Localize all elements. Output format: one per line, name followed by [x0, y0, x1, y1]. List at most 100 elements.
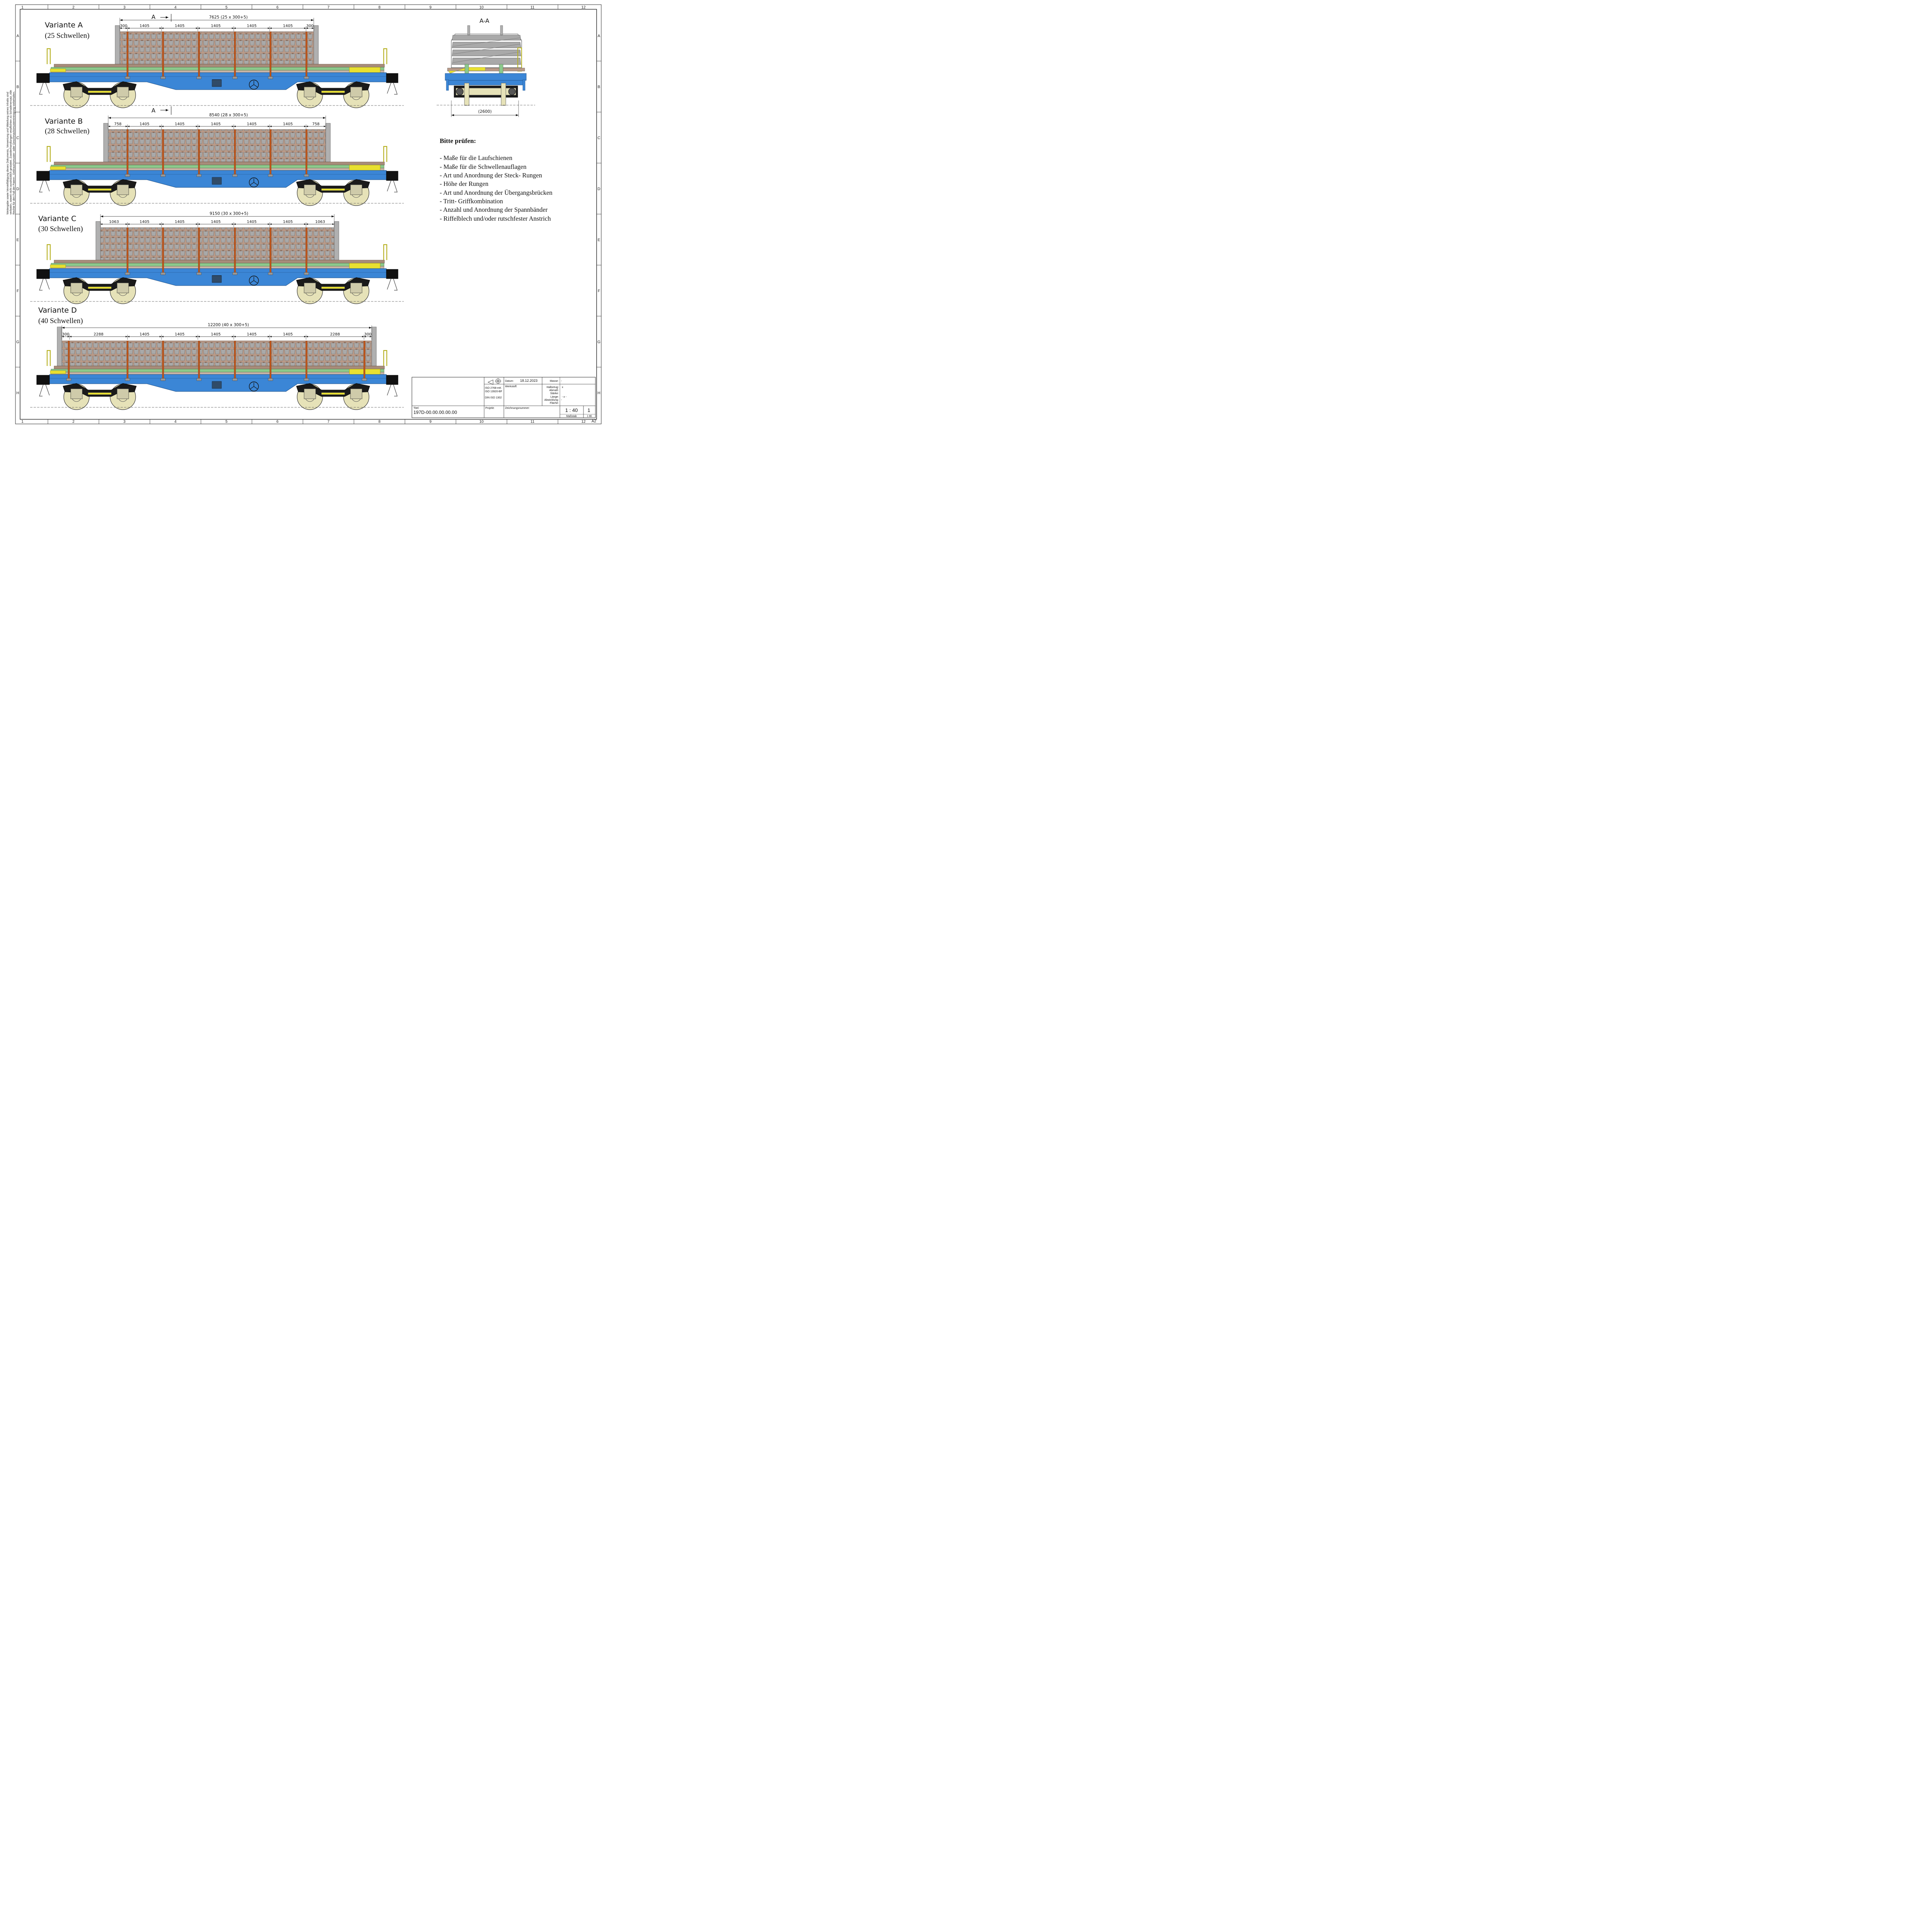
end-stake [57, 327, 62, 366]
segment-length-label: 1405 [247, 122, 257, 126]
segment-length-label: 1405 [211, 220, 221, 224]
svg-text:-: - [561, 399, 562, 402]
svg-text:Halbzeug:: Halbzeug: [546, 386, 559, 389]
grid-row-label: E [598, 238, 600, 242]
checklist-item: - Art und Anordnung der Steck- Rungen [440, 172, 542, 179]
svg-text:x: x [562, 386, 563, 389]
tension-strap [68, 340, 70, 381]
section-view-title: A-A [480, 17, 490, 24]
grille-plate [212, 381, 222, 389]
dimension-arrow [234, 223, 236, 225]
scale-value: 1 : 40 [565, 407, 578, 413]
segment-length-label: 2288 [330, 332, 340, 337]
svg-text:Länge:: Länge: [551, 396, 559, 398]
transition-bridge [50, 68, 66, 72]
transition-bridge [349, 263, 381, 269]
dimension-arrow [304, 126, 306, 127]
dimension-arrow [62, 327, 65, 329]
svg-text:Stärke:: Stärke: [550, 392, 559, 395]
title-label: Titel: [413, 407, 419, 410]
dimension-arrow [128, 223, 129, 225]
coupler-left [39, 180, 50, 192]
dimension-arrow [128, 336, 129, 337]
segment-length-label: 1405 [175, 220, 184, 224]
handwheel-spokes [250, 277, 258, 283]
axle-box [70, 87, 83, 97]
section-underframe [445, 64, 527, 91]
end-stake [371, 327, 377, 366]
welding-standard: ISO 13920-BF [485, 390, 502, 393]
dimension-arrow [306, 126, 308, 127]
dimension-arrow [108, 117, 111, 119]
dimension-arrow [108, 126, 110, 127]
tension-strap [162, 31, 164, 79]
section-bogie [454, 83, 518, 106]
grid-row-label: F [598, 289, 600, 293]
dimension-arrow [160, 223, 162, 225]
section-width-label: (2600) [478, 109, 492, 114]
segment-length-label: 1405 [211, 24, 221, 28]
grid-column-label: 4 [174, 420, 177, 424]
dimension-arrow [232, 27, 234, 29]
dimension-arrow [306, 223, 308, 225]
dimension-arrow [234, 27, 236, 29]
segment-length-label: 1405 [139, 332, 149, 337]
mass-label: Masse: [550, 380, 559, 383]
coupler-left [39, 278, 50, 291]
tolerance-standard: ISO 2768-mK [485, 387, 502, 390]
dimension-arrow [332, 215, 334, 218]
total-length-label: 8540 (28 x 300+5) [209, 113, 248, 117]
section-view-a-a: A-A [437, 17, 535, 117]
axle-box [350, 184, 362, 195]
tension-strap [234, 31, 236, 79]
dimension-arrow [160, 27, 162, 29]
project-label: Projekt: [485, 407, 495, 410]
end-stake [95, 221, 101, 260]
bogie [296, 179, 370, 206]
axle-box [304, 388, 316, 399]
grid-column-label: 1 [21, 420, 24, 424]
buffer-right [386, 375, 398, 385]
variant-d-label: Variante D (40 Schwellen) [38, 306, 83, 325]
grid-column-label: 7 [327, 5, 330, 10]
coupler-right [387, 278, 398, 291]
strap-anchor [232, 378, 238, 381]
brake-linkage [88, 90, 112, 93]
grab-handle-left [46, 48, 51, 64]
segment-length-label: 1405 [175, 122, 184, 126]
strap-anchor [196, 174, 202, 177]
sleeper-support [51, 168, 384, 171]
variant-c-title: Variante C [38, 214, 76, 223]
tension-strap [305, 227, 308, 275]
dimension-arrow [198, 126, 200, 127]
strap-anchor [232, 76, 238, 79]
section-marker-top: A [151, 14, 172, 22]
strap-anchor [232, 272, 238, 275]
end-stake [334, 221, 339, 260]
buffer-left [36, 375, 50, 385]
dimension-arrow [362, 336, 364, 337]
tension-strap [198, 340, 200, 381]
sleeper-support [51, 266, 384, 269]
brake-linkage [321, 286, 345, 289]
strap-anchor [125, 378, 130, 381]
grid-row-label: C [16, 136, 19, 140]
bogie [63, 277, 137, 304]
dimension-arrow [268, 27, 270, 29]
surface-standard: DIN ISO 1302 [485, 397, 502, 399]
handwheel-spokes [250, 179, 258, 185]
strap-anchor [160, 272, 166, 275]
date-value: 18.12.2023 [520, 379, 537, 383]
grid-column-label: 6 [276, 420, 279, 424]
grid-column-label: 2 [72, 5, 75, 10]
dimension-arrow [160, 336, 162, 337]
axle-box [350, 388, 362, 399]
running-rail [51, 67, 384, 71]
tension-strap [198, 31, 200, 79]
segment-length-label: 1405 [139, 24, 149, 28]
end-stake [325, 123, 331, 162]
